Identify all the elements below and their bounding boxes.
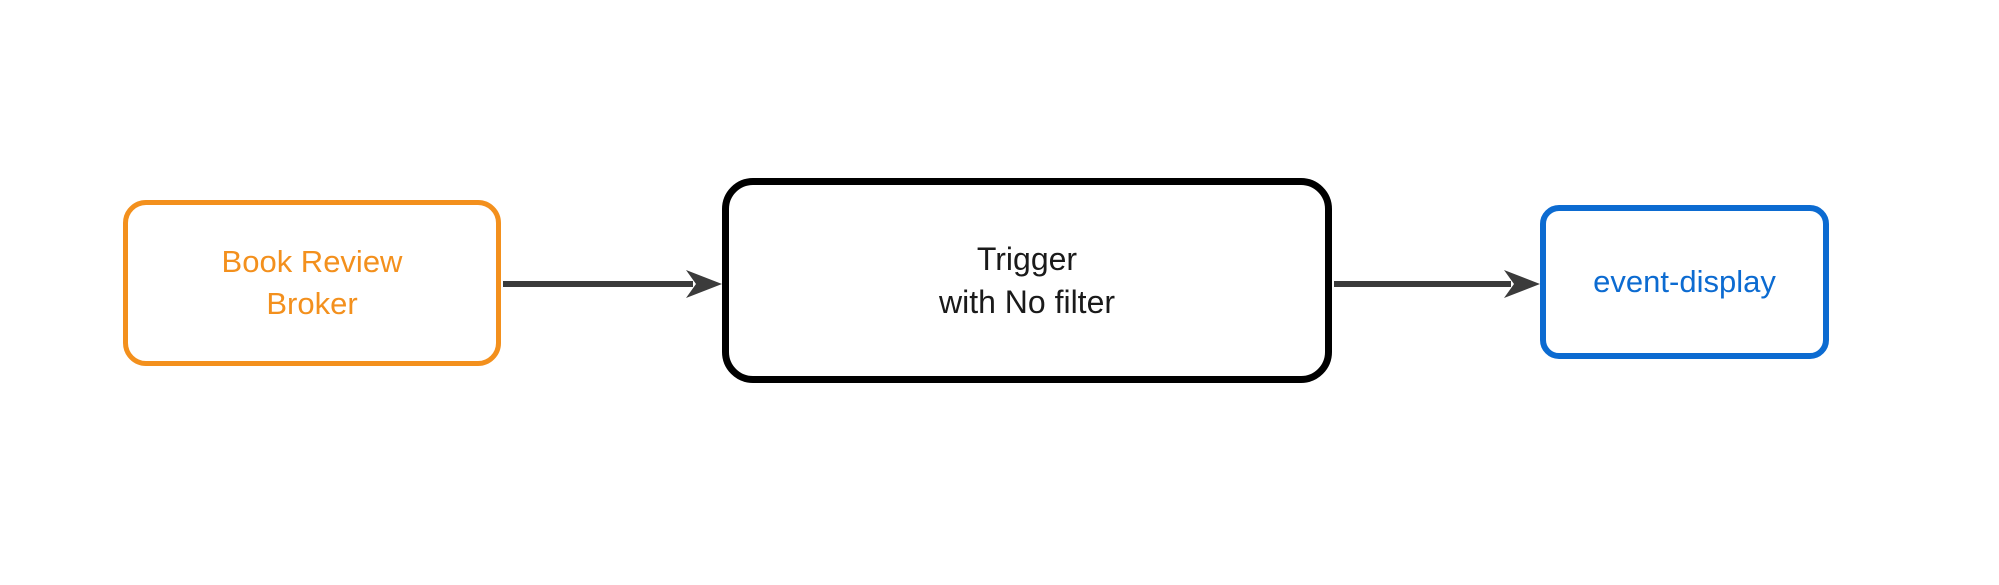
node-book-review-broker[interactable]: Book Review Broker: [123, 200, 501, 366]
node-sink-label: event-display: [1593, 264, 1776, 300]
edge-broker-to-trigger: [500, 268, 722, 300]
node-trigger-with-no-filter[interactable]: Trigger with No filter: [722, 178, 1332, 383]
node-broker-label-line-1: Book Review: [221, 244, 403, 280]
node-event-display[interactable]: event-display: [1540, 205, 1829, 359]
edge-trigger-to-sink: [1330, 268, 1540, 300]
edge-broker-to-trigger-icon: [503, 270, 722, 298]
node-broker-label-line-2: Broker: [266, 286, 358, 321]
node-trigger-label-line-2: with No filter: [938, 283, 1116, 320]
edge-trigger-to-sink-icon: [1334, 270, 1540, 298]
node-trigger-label-line-1: Trigger: [976, 240, 1078, 277]
